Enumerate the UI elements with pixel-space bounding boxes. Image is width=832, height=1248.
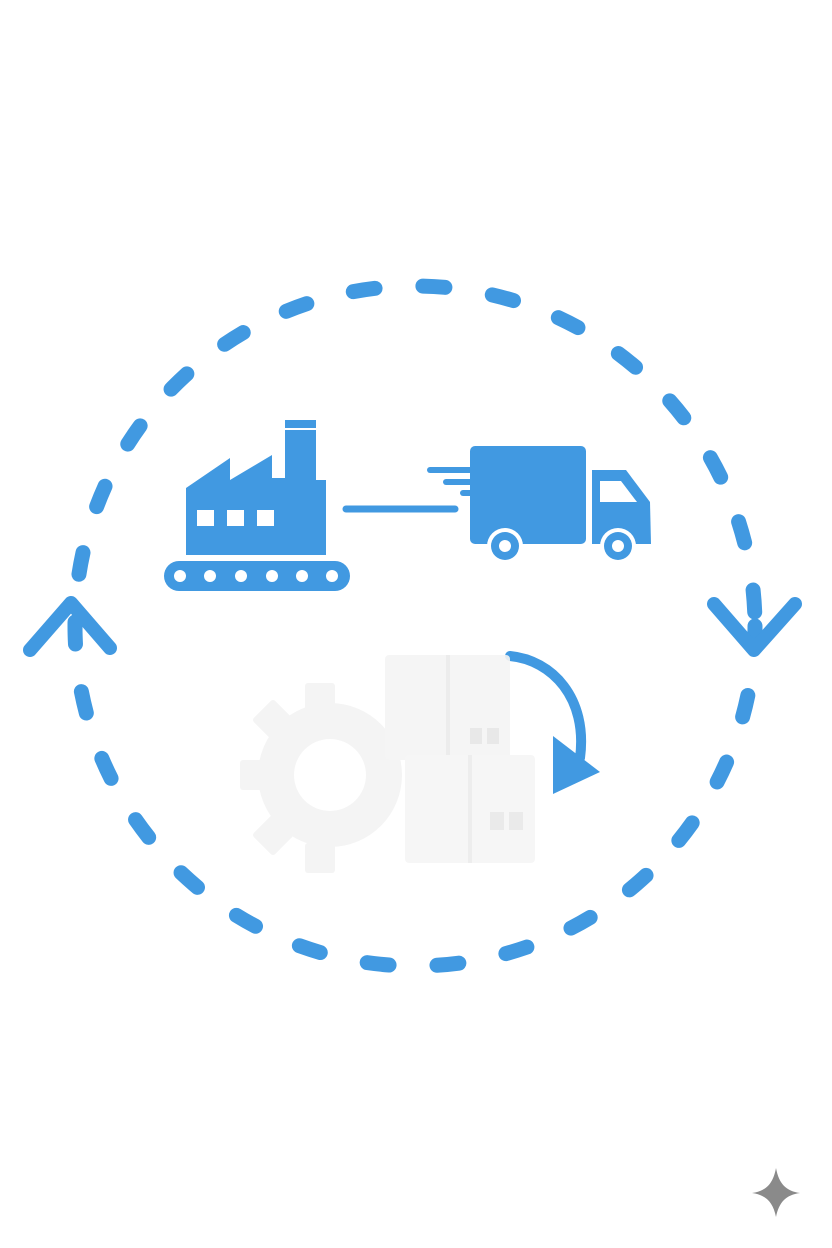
gear-boxes-icon	[240, 655, 535, 873]
cycle-chevron-up-icon	[23, 596, 117, 657]
curved-flow-arrow-icon	[505, 651, 600, 794]
sparkle-icon	[752, 1168, 800, 1217]
cycle-ring	[67, 278, 763, 974]
factory-conveyor-icon	[164, 420, 350, 591]
cycle-chevron-down-icon	[707, 597, 802, 657]
delivery-truck-icon	[427, 446, 651, 564]
